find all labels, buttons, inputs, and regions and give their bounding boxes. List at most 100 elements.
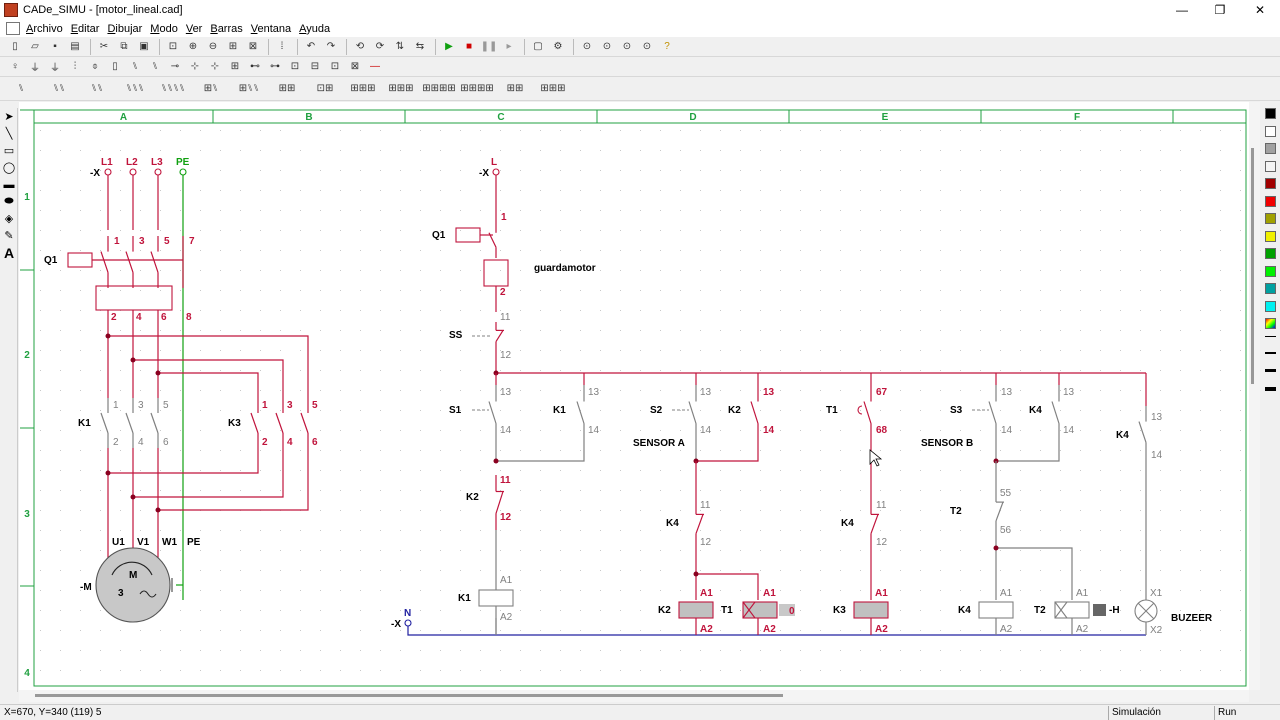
contact-tool-1-icon[interactable]: ⑊ xyxy=(18,83,24,94)
color-green[interactable] xyxy=(1265,248,1276,259)
save-icon[interactable]: ▪ xyxy=(53,41,57,52)
contact-tool-10-icon[interactable]: ⊞⊞⊞ xyxy=(350,83,376,94)
component-tool-10-icon[interactable]: ⊹ xyxy=(190,61,200,72)
component-tool-16-icon[interactable]: ⊟ xyxy=(310,61,320,72)
component-tool-12-icon[interactable]: ⊞ xyxy=(230,61,240,72)
contact-tool-12-icon[interactable]: ⊞⊞⊞⊞ xyxy=(422,83,456,94)
close-button[interactable]: ✕ xyxy=(1254,3,1266,17)
zoom-4-icon[interactable]: ⊙ xyxy=(642,41,652,52)
color-black[interactable] xyxy=(1265,108,1276,119)
menu-archivo[interactable]: Archivo xyxy=(26,22,63,35)
component-tool-18-icon[interactable]: ⊠ xyxy=(350,61,360,72)
component-tool-14-icon[interactable]: ⊶ xyxy=(270,61,280,72)
contact-tool-2-icon[interactable]: ⑊⑊ xyxy=(53,83,65,94)
print-icon[interactable]: ▤ xyxy=(70,41,80,52)
step-icon[interactable]: ▸ xyxy=(506,41,512,52)
stop-icon[interactable]: ■ xyxy=(465,41,473,52)
component-tool-8-icon[interactable]: ⑊ xyxy=(152,61,158,72)
line-width-4[interactable] xyxy=(1265,386,1276,391)
contact-tool-8-icon[interactable]: ⊞⊞ xyxy=(278,83,296,94)
component-tool-13-icon[interactable]: ⊷ xyxy=(250,61,260,72)
zoom-3-icon[interactable]: ⊙ xyxy=(622,41,632,52)
pause-icon[interactable]: ❚❚ xyxy=(480,41,498,52)
cut-icon[interactable]: ✂ xyxy=(99,41,109,52)
contact-tool-15-icon[interactable]: ⊞⊞⊞ xyxy=(540,83,566,94)
contact-tool-6-icon[interactable]: ⊞⑊ xyxy=(203,83,219,94)
component-tool-19-icon[interactable]: — xyxy=(370,61,380,72)
contact-tool-4-icon[interactable]: ⑊⑊⑊ xyxy=(126,83,144,94)
color-custom[interactable] xyxy=(1265,318,1276,329)
menu-editar[interactable]: Editar xyxy=(70,22,100,35)
component-tool-3-icon[interactable]: ⏚ xyxy=(50,63,60,74)
zoom-page-icon[interactable]: ⊡ xyxy=(168,41,178,52)
line-width-3[interactable] xyxy=(1265,368,1276,372)
rot-left-icon[interactable]: ⟲ xyxy=(355,41,365,52)
redo-icon[interactable]: ↷ xyxy=(326,41,336,52)
pointer-icon[interactable]: ➤ xyxy=(4,111,14,123)
contact-tool-14-icon[interactable]: ⊞⊞ xyxy=(506,83,524,94)
color-lime[interactable] xyxy=(1265,265,1276,277)
minimize-button[interactable]: — xyxy=(1176,3,1188,17)
text-tool-icon[interactable]: A xyxy=(3,244,15,261)
zoom-out-icon[interactable]: ⊖ xyxy=(208,41,218,52)
line-width-2[interactable] xyxy=(1265,351,1276,354)
rot-right-icon[interactable]: ⟳ xyxy=(375,41,385,52)
component-tool-9-icon[interactable]: ⊸ xyxy=(170,61,180,72)
new-icon[interactable]: ▯ xyxy=(12,41,18,52)
filled-rect-tool-icon[interactable]: ▬ xyxy=(3,178,15,191)
cfg-icon[interactable]: ⚙ xyxy=(553,41,563,52)
zoom-2-icon[interactable]: ⊙ xyxy=(602,41,612,52)
menu-modo[interactable]: Modo xyxy=(150,22,178,35)
color-olive[interactable] xyxy=(1265,213,1276,224)
menu-ver[interactable]: Ver xyxy=(185,22,203,35)
flip-h-icon[interactable]: ⇆ xyxy=(415,41,425,52)
component-tool-6-icon[interactable]: ▯ xyxy=(112,61,118,72)
pen-tool-icon[interactable]: ✎ xyxy=(4,230,14,242)
fill-tool-icon[interactable]: ◈ xyxy=(4,213,14,225)
rectangle-tool-icon[interactable]: ▭ xyxy=(3,145,15,157)
maximize-button[interactable]: ❐ xyxy=(1214,3,1226,17)
component-tool-7-icon[interactable]: ⑊ xyxy=(132,61,138,72)
run-icon[interactable]: ▶ xyxy=(445,41,453,52)
menu-barras[interactable]: Barras xyxy=(210,22,243,35)
horizontal-scrollbar[interactable] xyxy=(19,690,1249,702)
line-width-1[interactable] xyxy=(1265,335,1276,337)
component-tool-17-icon[interactable]: ⊡ xyxy=(330,61,340,72)
menu-ventana[interactable]: Ventana xyxy=(250,22,292,35)
component-tool-2-icon[interactable]: ⏚ xyxy=(30,63,40,74)
copy-icon[interactable]: ⧉ xyxy=(120,41,128,52)
menu-dibujar[interactable]: Dibujar xyxy=(107,22,143,35)
line-tool-icon[interactable]: ╲ xyxy=(5,128,13,140)
vertical-scroll-thumb[interactable] xyxy=(1251,148,1254,384)
open-icon[interactable]: ▱ xyxy=(31,41,39,52)
color-yellow[interactable] xyxy=(1265,230,1276,242)
contact-tool-7-icon[interactable]: ⊞⑊⑊ xyxy=(238,83,260,94)
contact-tool-9-icon[interactable]: ⊡⊞ xyxy=(316,83,334,94)
contact-tool-5-icon[interactable]: ⑊⑊⑊⑊ xyxy=(161,83,185,94)
undo-icon[interactable]: ↶ xyxy=(306,41,316,52)
zoom-sel-icon[interactable]: ⊠ xyxy=(248,41,258,52)
contact-tool-13-icon[interactable]: ⊞⊞⊞⊞ xyxy=(460,83,494,94)
component-tool-5-icon[interactable]: ⌽ xyxy=(92,61,98,72)
flip-v-icon[interactable]: ⇅ xyxy=(395,41,405,52)
help-icon[interactable]: ? xyxy=(664,41,670,52)
paste-icon[interactable]: ▣ xyxy=(139,41,149,52)
horizontal-scroll-thumb[interactable] xyxy=(35,694,783,697)
menu-ayuda[interactable]: Ayuda xyxy=(299,22,331,35)
component-tool-4-icon[interactable]: ⫶ xyxy=(73,61,77,72)
color-teal[interactable] xyxy=(1265,283,1276,294)
ellipse-tool-icon[interactable]: ◯ xyxy=(2,162,16,174)
color-red[interactable] xyxy=(1265,195,1276,207)
filled-ellipse-tool-icon[interactable]: ⬬ xyxy=(4,195,14,207)
component-tool-1-icon[interactable]: ♀ xyxy=(11,61,19,72)
color-white[interactable] xyxy=(1265,125,1276,137)
contact-tool-3-icon[interactable]: ⑊⑊ xyxy=(91,83,103,94)
contact-tool-11-icon[interactable]: ⊞⊞⊞ xyxy=(388,83,414,94)
view-icon[interactable]: ▢ xyxy=(533,41,543,52)
component-tool-11-icon[interactable]: ⊹ xyxy=(210,61,220,72)
document-icon[interactable] xyxy=(6,22,20,35)
zoom-in-icon[interactable]: ⊕ xyxy=(188,41,198,52)
zoom-1-icon[interactable]: ⊙ xyxy=(582,41,592,52)
